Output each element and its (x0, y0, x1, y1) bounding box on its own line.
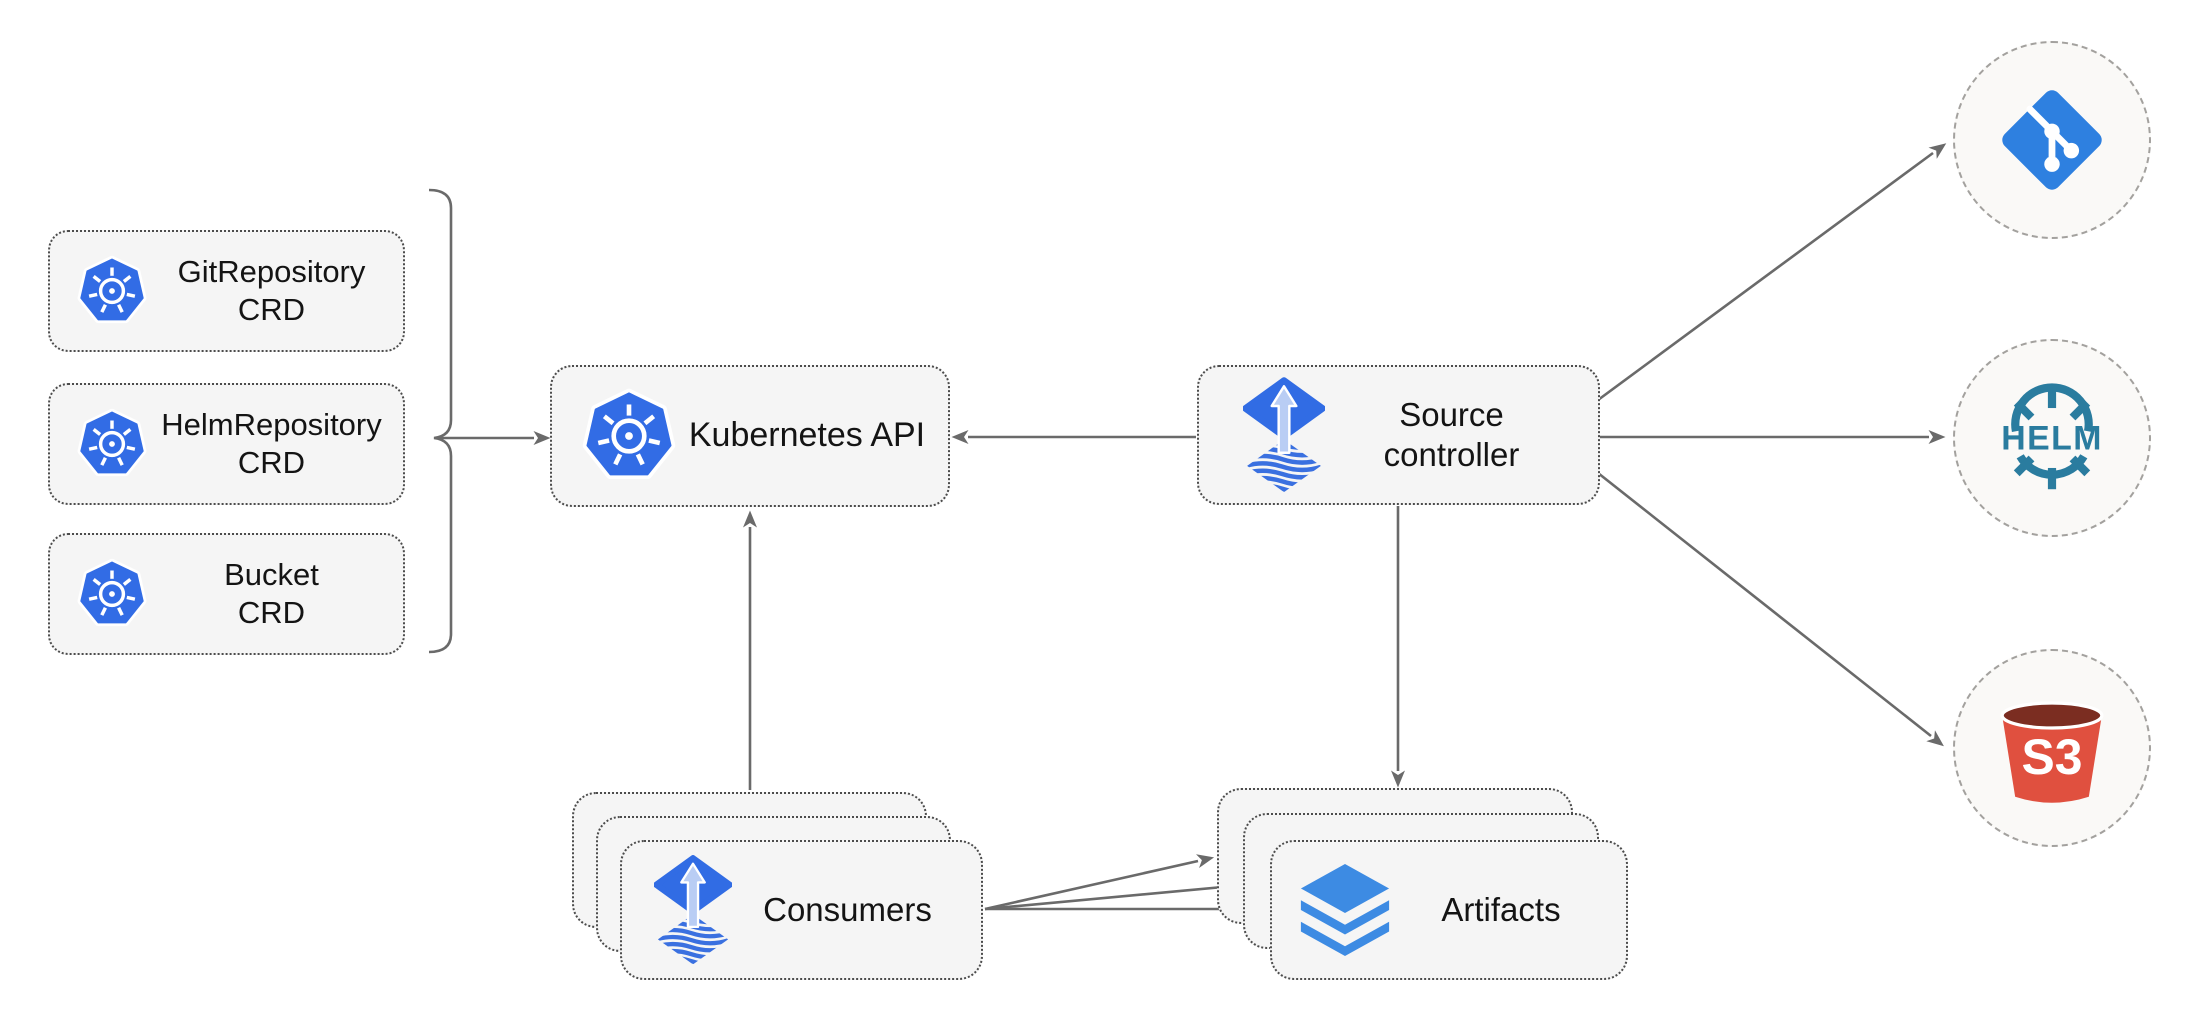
node-label: HelmRepository CRD (150, 406, 403, 482)
helm-icon: HELM (2001, 380, 2103, 496)
kubernetes-icon (74, 556, 150, 632)
gitrepository-crd-node: GitRepository CRD (48, 230, 405, 352)
git-icon (1994, 82, 2110, 198)
crd-label-line2: CRD (237, 595, 306, 630)
flux-icon (654, 852, 732, 969)
source-controller-node: Source controller (1197, 365, 1600, 505)
s3-source-circle: S3 (1953, 649, 2151, 847)
consumers-label: Consumers (763, 890, 932, 928)
kubernetes-api-label: Kubernetes API (688, 416, 926, 455)
source-label-line2: controller (1383, 436, 1520, 473)
s3-icon: S3 (2000, 701, 2104, 805)
node-label: Bucket CRD (150, 556, 403, 632)
edge-source-to-git (1597, 143, 1947, 402)
source-label-line1: Source (1399, 395, 1504, 433)
artifacts-node: Artifacts (1270, 840, 1628, 980)
kubernetes-api-node: Kubernetes API (550, 365, 950, 507)
bucket-crd-node: Bucket CRD (48, 533, 405, 655)
crd-label-line1: HelmRepository (161, 407, 382, 443)
crd-label-line1: GitRepository (177, 254, 366, 290)
helm-logo-text: HELM (2001, 420, 2103, 458)
s3-logo-text: S3 (2022, 729, 2083, 785)
crd-label-line2: CRD (237, 292, 306, 327)
artifacts-label: Artifacts (1441, 890, 1561, 928)
edge-source-to-s3 (1597, 471, 1944, 747)
consumers-node: Consumers (620, 840, 983, 980)
kubernetes-icon (74, 406, 150, 482)
crd-group-bracket (428, 188, 453, 654)
edge-consumers-to-artifacts-2 (984, 880, 1240, 911)
flux-icon (1243, 374, 1325, 497)
helmrepository-crd-node: HelmRepository CRD (48, 383, 405, 505)
crd-label-line1: Bucket (224, 557, 319, 593)
edge-consumers-to-artifacts-1 (984, 854, 1215, 911)
layers-icon (1300, 863, 1390, 957)
git-source-circle (1953, 41, 2151, 239)
crd-label-line2: CRD (237, 445, 306, 480)
kubernetes-icon (578, 385, 680, 487)
kubernetes-icon (74, 253, 150, 329)
node-label: GitRepository CRD (150, 253, 403, 329)
helm-source-circle: HELM (1953, 339, 2151, 537)
source-controller-label: Source controller (1325, 395, 1598, 476)
